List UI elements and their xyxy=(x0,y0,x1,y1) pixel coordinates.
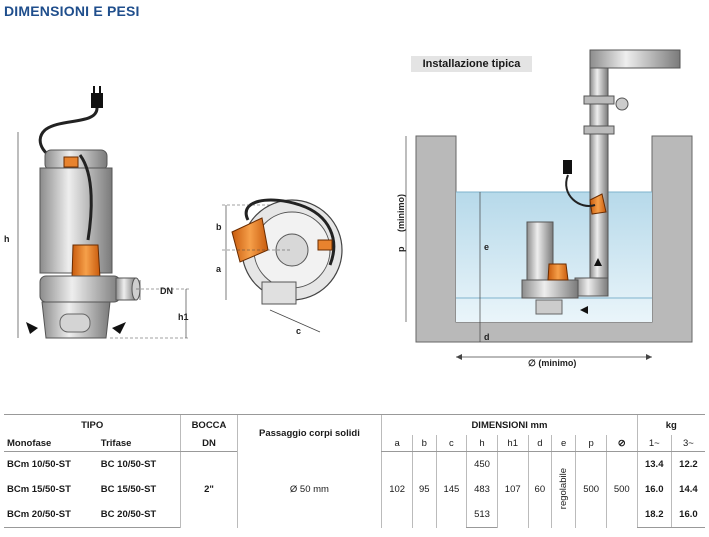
cell-trifase: BC 10/50-ST xyxy=(100,459,157,470)
cell-kg1: 13.4 xyxy=(636,451,672,477)
dim-label-h1: h1 xyxy=(178,312,189,322)
cell-a: 102 xyxy=(381,451,413,528)
col-dimensioni: DIMENSIONI mm xyxy=(381,414,638,435)
col-b: b xyxy=(411,435,437,452)
table-header-row-1: TIPO BOCCA Passaggio corpi solidi DIMENS… xyxy=(4,414,705,452)
col-kg-1phase: 1~ xyxy=(636,435,672,452)
cell-h: 483 xyxy=(466,477,498,502)
col-h1: h1 xyxy=(496,435,529,452)
installation-diagram xyxy=(405,49,693,360)
dim-label-box-min: ∅ (minimo) xyxy=(528,358,576,368)
col-kg-3phase: 3~ xyxy=(670,435,705,452)
dim-label-d: d xyxy=(484,332,490,342)
cell-p: 500 xyxy=(575,451,607,528)
col-monofase: Monofase xyxy=(4,435,98,452)
table-row: BCm 20/50-ST BC 20/50-ST 513 18.2 16.0 xyxy=(4,502,705,528)
col-h: h xyxy=(466,435,498,452)
table-row: BCm 15/50-ST BC 15/50-ST 483 16.0 14.4 xyxy=(4,477,705,502)
dim-label-p: p xyxy=(396,246,406,252)
dim-label-a: a xyxy=(216,264,222,274)
cell-h: 513 xyxy=(466,502,498,528)
col-bocca: BOCCA xyxy=(180,414,238,435)
specs-table: TIPO BOCCA Passaggio corpi solidi DIMENS… xyxy=(4,414,705,528)
cell-kg3: 14.4 xyxy=(670,477,705,502)
cell-trifase: BC 15/50-ST xyxy=(100,484,157,495)
cell-d: 60 xyxy=(527,451,552,528)
col-e: e xyxy=(551,435,576,452)
dim-label-dn: DN xyxy=(160,286,173,296)
dim-label-p-min: (minimo) xyxy=(396,194,406,232)
col-tipo: TIPO xyxy=(4,414,181,435)
col-kg: kg xyxy=(636,414,705,435)
cell-kg1: 16.0 xyxy=(636,477,672,502)
cell-b: 95 xyxy=(411,451,437,528)
cell-trifase: BC 20/50-ST xyxy=(97,502,181,528)
cell-box: 500 xyxy=(605,451,638,528)
cell-kg1: 18.2 xyxy=(636,502,672,528)
cell-monofase: BCm 20/50-ST xyxy=(4,502,98,528)
cell-e-text: regolabile xyxy=(558,467,570,509)
cell-monofase: BCm 15/50-ST xyxy=(7,484,71,495)
col-a: a xyxy=(381,435,413,452)
cell-kg3: 12.2 xyxy=(670,451,705,477)
col-d: d xyxy=(527,435,552,452)
col-passaggio: Passaggio corpi solidi xyxy=(236,414,382,452)
table-row: BCm 10/50-ST BC 10/50-ST 2" Ø 50 mm 102 … xyxy=(4,451,705,528)
dim-label-e: e xyxy=(484,242,489,252)
dim-label-c: c xyxy=(296,326,301,336)
cell-bocca: 2" xyxy=(180,451,238,528)
col-p: p xyxy=(575,435,607,452)
section-title: DIMENSIONI E PESI xyxy=(4,3,140,19)
col-box: ⊘ xyxy=(605,435,638,452)
dim-label-h: h xyxy=(4,234,10,244)
cell-passaggio: Ø 50 mm xyxy=(236,451,382,528)
col-trifase: Trifase xyxy=(97,435,181,452)
dim-label-b: b xyxy=(216,222,222,232)
cell-h: 450 xyxy=(466,451,498,477)
cell-monofase: BCm 10/50-ST xyxy=(7,459,71,470)
cell-e: regolabile xyxy=(551,451,576,528)
table-header-row-2: Monofase Trifase DN a b c h h1 d e p ⊘ 1… xyxy=(4,435,705,452)
col-dn: DN xyxy=(180,435,238,452)
pump-side-view xyxy=(17,86,190,339)
installation-label: Installazione tipica xyxy=(411,56,532,72)
cell-h1: 107 xyxy=(496,451,529,528)
pump-top-view xyxy=(222,198,343,333)
cell-c: 145 xyxy=(435,451,467,528)
technical-drawings: h DN h1 b a c xyxy=(4,49,693,368)
cell-kg3: 16.0 xyxy=(670,502,705,528)
col-c: c xyxy=(435,435,467,452)
